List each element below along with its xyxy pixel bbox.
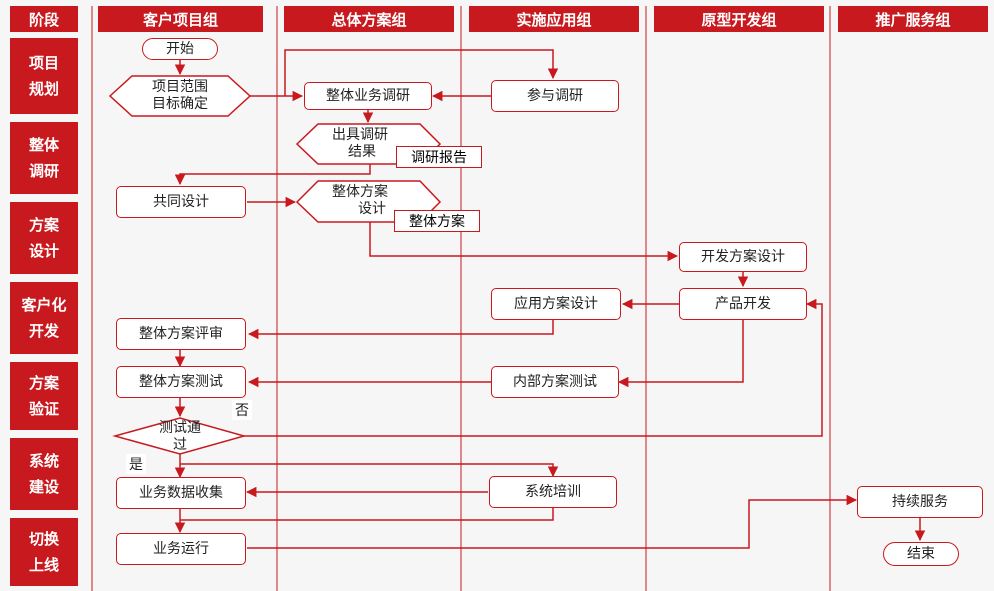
participate-research-node: 参与调研 <box>491 80 619 112</box>
start-node: 开始 <box>142 38 218 60</box>
header-customer-team: 客户项目组 <box>98 6 263 32</box>
phase-plan-verification: 方案 验证 <box>10 362 78 430</box>
scope-line1: 项目范围 <box>152 79 208 95</box>
test-pass-node: 测试通 过 <box>140 420 220 454</box>
dev-plan-design-node: 开发方案设计 <box>679 242 807 272</box>
system-training-node: 系统培训 <box>489 476 617 508</box>
header-implementation-team: 实施应用组 <box>469 6 639 32</box>
scope-line2: 目标确定 <box>152 96 208 112</box>
phase-label-line2: 验证 <box>28 400 59 418</box>
research-result-node: 出具调研 结果 <box>318 126 432 162</box>
phase-custom-dev: 客户化 开发 <box>10 282 78 354</box>
header-overall-plan-team: 总体方案组 <box>284 6 454 32</box>
phase-label-line1: 整体 <box>28 136 59 154</box>
research-report-doc: 调研报告 <box>396 146 482 168</box>
phase-label-line2: 设计 <box>28 242 59 260</box>
plan-review-node: 整体方案评审 <box>116 318 246 350</box>
header-promotion-team: 推广服务组 <box>838 6 988 32</box>
plan-test-node: 整体方案测试 <box>116 366 246 398</box>
phase-label-line1: 客户化 <box>21 296 67 314</box>
plan-design-node: 整体方案 设计 <box>318 182 432 220</box>
phase-label-line1: 系统 <box>28 452 59 470</box>
business-run-node: 业务运行 <box>116 533 246 565</box>
lane-dividers <box>91 6 831 591</box>
phase-label-line2: 规划 <box>28 80 59 98</box>
product-dev-node: 产品开发 <box>679 288 807 320</box>
phase-label-line1: 方案 <box>28 374 59 392</box>
research-result-line2: 结果 <box>348 144 376 160</box>
header-prototype-team: 原型开发组 <box>654 6 824 32</box>
plan-design-line2: 设计 <box>358 201 386 217</box>
no-label: 否 <box>232 400 252 420</box>
phase-label-line1: 项目 <box>28 54 59 72</box>
internal-test-node: 内部方案测试 <box>491 366 619 398</box>
joint-design-node: 共同设计 <box>116 186 246 218</box>
phase-plan-design: 方案 设计 <box>10 202 78 274</box>
app-plan-design-node: 应用方案设计 <box>491 288 621 320</box>
yes-label: 是 <box>126 454 146 474</box>
scope-node: 项目范围 目标确定 <box>130 78 230 114</box>
plan-design-line1: 整体方案 <box>332 184 388 200</box>
header-phase: 阶段 <box>10 6 78 32</box>
phase-label-line1: 方案 <box>28 216 59 234</box>
phase-label-line1: 切换 <box>28 530 59 548</box>
phase-overall-research: 整体 调研 <box>10 122 78 194</box>
test-pass-line2: 过 <box>173 437 187 453</box>
phase-label-line2: 建设 <box>28 478 59 496</box>
phase-go-live: 切换 上线 <box>10 518 78 586</box>
research-result-line1: 出具调研 <box>332 127 388 143</box>
overall-research-node: 整体业务调研 <box>304 82 432 110</box>
phase-project-planning: 项目 规划 <box>10 38 78 114</box>
continuous-service-node: 持续服务 <box>857 486 983 518</box>
end-node: 结束 <box>883 542 959 566</box>
test-pass-line1: 测试通 <box>159 420 201 436</box>
phase-label-line2: 上线 <box>28 556 59 574</box>
overall-plan-doc: 整体方案 <box>394 210 480 232</box>
phase-label-line2: 开发 <box>28 322 59 340</box>
data-collect-node: 业务数据收集 <box>116 477 246 509</box>
phase-label-line2: 调研 <box>28 162 59 180</box>
arrows <box>174 49 926 549</box>
phase-system-build: 系统 建设 <box>10 438 78 510</box>
